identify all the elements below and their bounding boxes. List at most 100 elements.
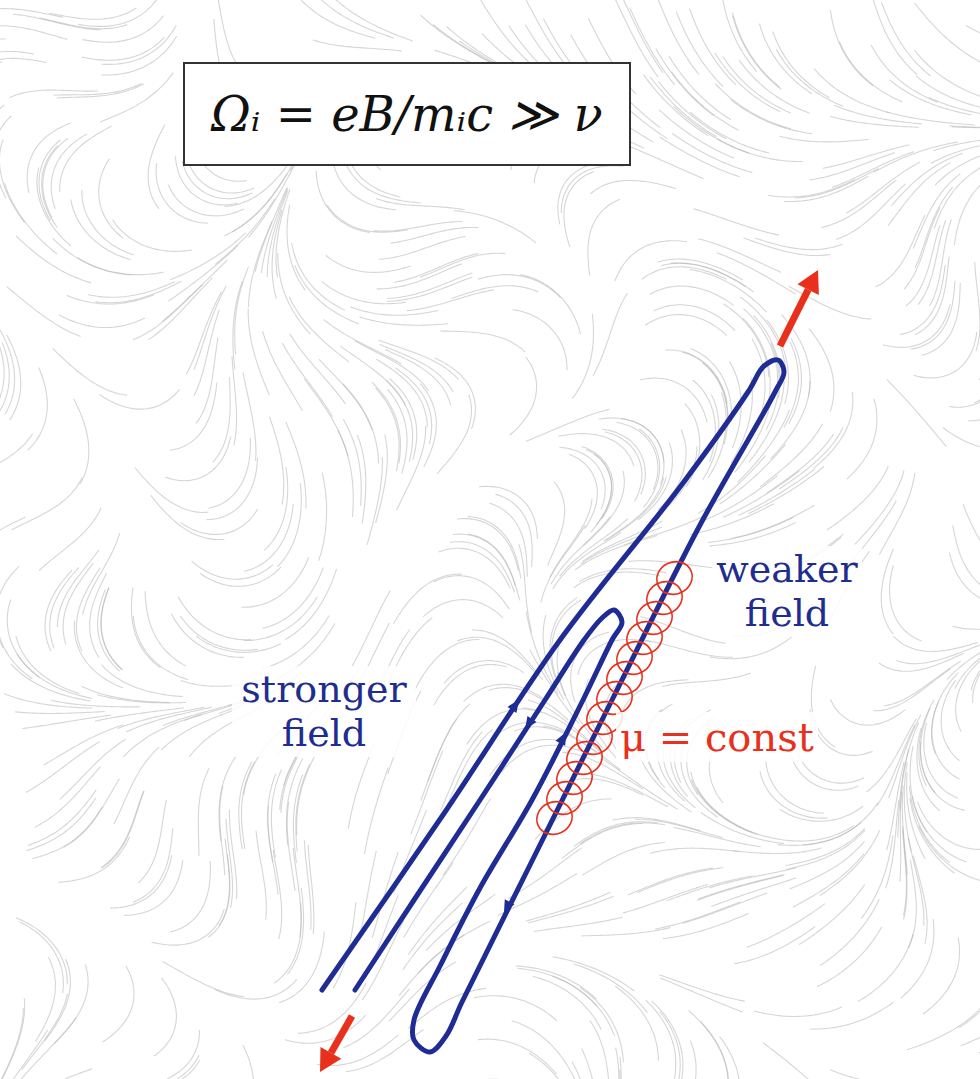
texture-streak bbox=[0, 39, 5, 91]
gyration-orbit bbox=[631, 596, 677, 640]
texture-streak bbox=[99, 159, 123, 238]
texture-streak bbox=[479, 486, 537, 539]
texture-streak bbox=[12, 478, 82, 530]
texture-streak bbox=[603, 759, 677, 809]
texture-streak bbox=[810, 153, 895, 180]
texture-streak bbox=[588, 199, 620, 275]
texture-streak bbox=[151, 909, 224, 945]
texture-streak bbox=[879, 473, 914, 555]
texture-streak bbox=[683, 893, 767, 923]
texture-streak bbox=[196, 636, 281, 652]
texture-streak bbox=[0, 62, 2, 128]
texture-streak bbox=[909, 786, 949, 863]
gyration-orbit bbox=[611, 636, 657, 680]
texture-streak bbox=[906, 225, 940, 306]
texture-streak bbox=[510, 357, 537, 435]
texture-streak bbox=[393, 574, 462, 624]
texture-streak bbox=[949, 126, 980, 128]
texture-streak bbox=[719, 1036, 739, 1079]
texture-streak bbox=[343, 419, 361, 505]
texture-streak bbox=[0, 1008, 23, 1079]
texture-streak bbox=[376, 435, 388, 523]
stretch-arrow-shaft bbox=[331, 1016, 352, 1053]
texture-streak bbox=[39, 507, 101, 570]
texture-streak bbox=[574, 822, 658, 847]
texture-streak bbox=[923, 937, 960, 1014]
texture-streak bbox=[395, 368, 431, 444]
texture-streak bbox=[182, 161, 252, 199]
gyration-orbit bbox=[531, 796, 577, 840]
direction-arrowhead bbox=[504, 899, 514, 913]
texture-streak bbox=[879, 653, 964, 671]
texture-streak bbox=[935, 146, 980, 185]
texture-streak bbox=[102, 791, 144, 868]
texture-streak bbox=[168, 245, 238, 301]
texture-streak bbox=[599, 418, 664, 463]
texture-streak bbox=[0, 602, 32, 679]
texture-streak bbox=[898, 749, 909, 838]
texture-streak bbox=[915, 50, 980, 99]
texture-streak bbox=[343, 384, 379, 464]
texture-streak bbox=[921, 708, 936, 793]
texture-streak bbox=[810, 1002, 894, 1029]
texture-streak bbox=[279, 932, 324, 1003]
texture-streak bbox=[971, 631, 980, 690]
texture-streak bbox=[930, 220, 952, 307]
texture-streak bbox=[932, 701, 960, 779]
texture-streak bbox=[376, 199, 465, 210]
texture-streak bbox=[717, 139, 803, 162]
texture-streak bbox=[76, 568, 100, 651]
texture-streak bbox=[621, 143, 703, 178]
texture-streak bbox=[226, 819, 233, 908]
texture-streak bbox=[520, 275, 580, 334]
texture-streak bbox=[7, 287, 81, 337]
texture-streak bbox=[454, 211, 536, 243]
texture-streak bbox=[388, 389, 407, 473]
texture-streak bbox=[871, 45, 937, 102]
texture-streak bbox=[966, 25, 980, 48]
texture-streak bbox=[654, 305, 735, 331]
direction-arrowhead bbox=[525, 716, 536, 730]
texture-streak bbox=[924, 723, 958, 798]
texture-streak bbox=[776, 49, 843, 106]
texture-streak bbox=[233, 281, 243, 369]
texture-streak bbox=[141, 1030, 199, 1079]
texture-streak bbox=[123, 715, 201, 757]
texture-streak bbox=[676, 12, 723, 87]
texture-streak bbox=[457, 637, 534, 672]
texture-streak bbox=[319, 473, 327, 561]
texture-streak bbox=[580, 823, 665, 844]
texture-streak bbox=[434, 576, 510, 610]
texture-streak bbox=[887, 380, 946, 447]
texture-streak bbox=[377, 264, 462, 289]
texture-streak bbox=[232, 166, 291, 232]
texture-streak bbox=[44, 959, 70, 1041]
formula-box: Ωᵢ = eB/mᵢc ≫ ν bbox=[183, 62, 631, 166]
texture-streak bbox=[489, 688, 569, 721]
texture-streak bbox=[81, 686, 168, 702]
texture-streak bbox=[645, 315, 727, 336]
texture-streak bbox=[49, 8, 136, 19]
texture-streak bbox=[9, 90, 97, 98]
texture-streak bbox=[904, 208, 940, 290]
texture-streak bbox=[661, 263, 745, 286]
texture-streak bbox=[821, 180, 896, 228]
texture-streak bbox=[255, 188, 287, 272]
texture-streak bbox=[256, 831, 266, 920]
texture-streak bbox=[953, 525, 980, 596]
texture-streak bbox=[861, 836, 893, 919]
texture-streak bbox=[391, 227, 479, 243]
texture-streak bbox=[623, 884, 708, 913]
texture-streak bbox=[513, 310, 567, 371]
texture-streak bbox=[672, 72, 739, 130]
texture-streak bbox=[858, 934, 913, 1002]
texture-streak bbox=[642, 267, 727, 280]
texture-streak bbox=[710, 635, 794, 659]
texture-streak bbox=[0, 434, 33, 487]
texture-streak bbox=[541, 525, 585, 602]
texture-streak bbox=[961, 991, 980, 1046]
texture-streak bbox=[180, 616, 258, 650]
stretch-arrow-head bbox=[320, 1047, 341, 1072]
texture-streak bbox=[701, 1022, 729, 1079]
